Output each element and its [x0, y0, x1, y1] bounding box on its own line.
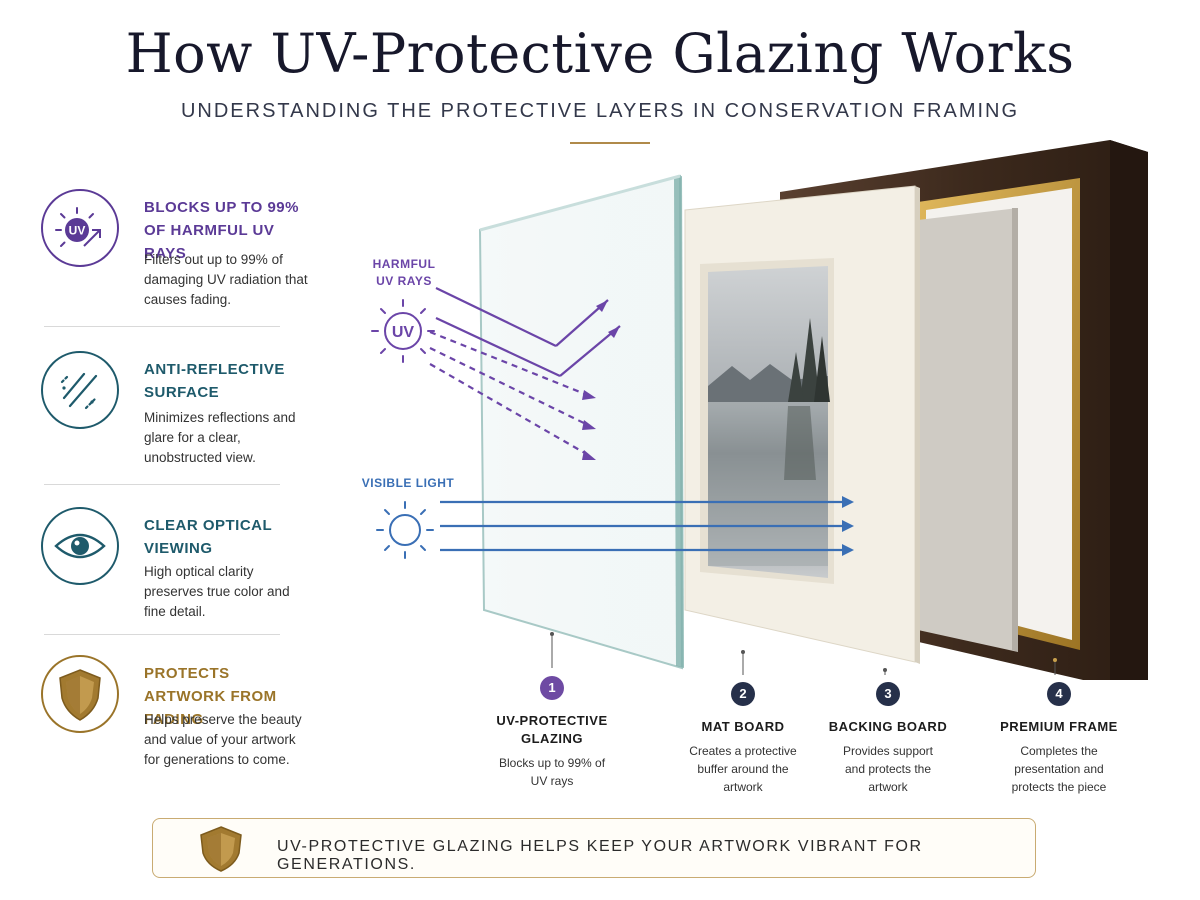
visible-light-label: VISIBLE LIGHT	[361, 476, 455, 490]
title-divider	[570, 142, 650, 144]
feature-divider	[44, 326, 280, 327]
feature-title: ANTI-REFLECTIVE SURFACE	[144, 361, 285, 401]
feature-divider	[44, 634, 280, 635]
bottom-banner: UV-PROTECTIVE GLAZING HELPS KEEP YOUR AR…	[152, 818, 1036, 878]
backing-board	[918, 208, 1018, 652]
step-description: Completes the presentation and protects …	[1011, 744, 1107, 794]
callout-leaders	[551, 634, 1056, 675]
step-number: 4	[1047, 682, 1071, 706]
feature-description: Minimizes reflections and glare for a cl…	[144, 410, 296, 465]
feature-divider	[44, 484, 280, 485]
step-description: Creates a protective buffer around the a…	[689, 744, 797, 794]
step-description: Blocks up to 99% of UV rays	[498, 756, 606, 788]
svg-text:UV: UV	[69, 224, 86, 238]
layer-step-mat-board: 2 MAT BOARD Creates a protective buffer …	[668, 682, 818, 796]
mat-board	[684, 185, 920, 664]
uv-block-icon: UV	[41, 189, 119, 267]
feature-description: Helps preserve the beauty and value of y…	[144, 712, 302, 767]
step-title: PREMIUM FRAME	[1000, 719, 1118, 734]
uv-symbol-text: UV	[392, 324, 415, 341]
feature-anti-reflective: ANTI-REFLECTIVE SURFACE Minimizes reflec…	[40, 350, 296, 470]
feature-title: PROTECTS ARTWORK FROM FADING	[144, 665, 277, 728]
anti-reflective-icon	[41, 351, 119, 429]
step-title: MAT BOARD	[701, 719, 785, 734]
callout-dot	[1053, 658, 1057, 662]
callout-dot	[741, 650, 745, 654]
page-subtitle: UNDERSTANDING THE PROTECTIVE LAYERS IN C…	[180, 100, 1020, 122]
callout-dot	[883, 668, 887, 672]
step-number: 2	[731, 682, 755, 706]
uv-sun-icon	[371, 299, 435, 363]
feature-description: High optical clarity preserves true colo…	[144, 564, 290, 619]
layer-step-glazing: 1 UV-PROTECTIVE GLAZING Blocks up to 99%…	[477, 676, 627, 790]
feature-title: BLOCKS UP TO 99% OF HARMFUL UV RAYS	[144, 199, 299, 262]
feature-fade-protection: PROTECTS ARTWORK FROM FADING Helps prese…	[40, 654, 302, 774]
step-number: 1	[540, 676, 564, 700]
feature-title: CLEAR OPTICAL VIEWING	[144, 517, 272, 557]
page-title: How UV-Protective Glazing Works	[125, 22, 1075, 85]
step-title: BACKING BOARD	[828, 719, 948, 734]
step-title: UV-PROTECTIVE GLAZING	[496, 713, 608, 746]
feature-uv-blocking: UV BLOCKS UP TO 99% OF HARMFUL UV RAYS F…	[40, 188, 308, 308]
feature-description: Filters out up to 99% of damaging UV rad…	[144, 252, 308, 307]
step-description: Provides support and protects the artwor…	[842, 744, 934, 794]
layers-diagram: UV HARMFUL UV RAYS VISIBLE LIGHT	[340, 140, 1200, 680]
shield-icon	[41, 655, 119, 733]
callout-dot	[550, 632, 554, 636]
harmful-uv-label: HARMFUL UV RAYS	[372, 257, 436, 288]
sun-icon	[376, 501, 434, 559]
step-number: 3	[876, 682, 900, 706]
feature-clear-viewing: CLEAR OPTICAL VIEWING High optical clari…	[40, 506, 290, 626]
uv-rays	[429, 287, 621, 460]
banner-text: UV-PROTECTIVE GLAZING HELPS KEEP YOUR AR…	[277, 838, 923, 873]
shield-icon	[200, 826, 242, 872]
visible-light-rays	[440, 496, 854, 556]
framing-illustration: UV	[371, 140, 1148, 680]
layer-step-premium-frame: 4 PREMIUM FRAME Completes the presentati…	[984, 682, 1134, 796]
eye-icon	[41, 507, 119, 585]
layer-step-backing-board: 3 BACKING BOARD Provides support and pro…	[813, 682, 963, 796]
